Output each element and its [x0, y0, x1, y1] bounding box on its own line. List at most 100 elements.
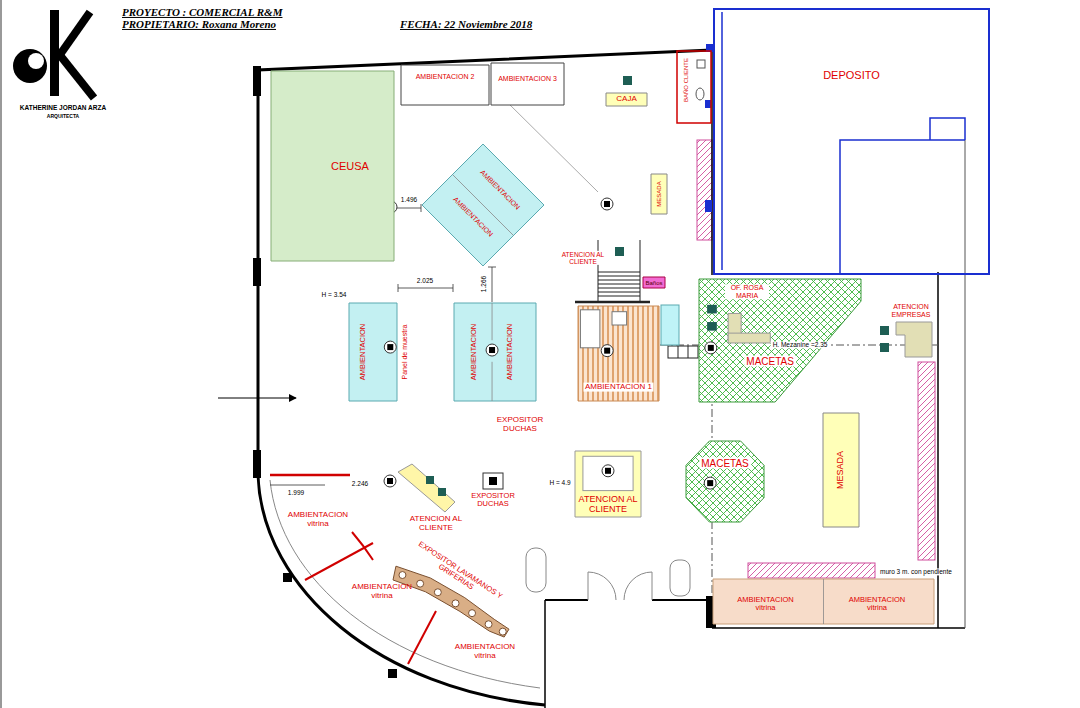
area-shape	[348, 302, 398, 402]
plan-path	[712, 627, 965, 629]
plan-path	[270, 474, 350, 477]
architect-title: ARQUITECTA	[47, 114, 79, 120]
inner-facade	[270, 480, 540, 688]
area-label: DEPOSITO	[823, 69, 880, 81]
basin-symbol	[469, 610, 476, 617]
plan-rect	[604, 201, 610, 207]
plan-path	[624, 572, 652, 600]
vitrina-dividers	[270, 475, 436, 664]
architect-logo	[13, 10, 94, 98]
plan-circle	[384, 475, 396, 487]
area-label: AMBIENTACION	[359, 324, 367, 381]
column-ring	[704, 477, 716, 489]
plan-path	[840, 140, 965, 275]
plan-path	[545, 599, 712, 601]
basin-symbol	[417, 580, 424, 587]
plan-rect	[705, 200, 712, 212]
storage-inner-walls	[722, 12, 965, 275]
plan-path	[258, 475, 545, 705]
counter: MESADA	[822, 412, 860, 528]
plan-rect	[426, 476, 434, 484]
area-label: AMBIENTACION 1	[583, 383, 654, 392]
area-shape	[400, 64, 490, 106]
basin-symbol	[434, 589, 441, 596]
shower-stand	[483, 473, 503, 489]
area-label: AMBIENTACION vitrina	[283, 511, 353, 529]
plan-polygon	[398, 464, 455, 512]
header-text: FECHA: 22 Noviembre 2018	[400, 18, 532, 30]
division-line	[823, 579, 824, 624]
area-label: MACETAS	[744, 355, 796, 366]
planter-area: MACETAS	[685, 440, 765, 523]
column-symbol	[708, 345, 714, 351]
doors	[526, 548, 690, 600]
plan-polygon	[896, 322, 932, 357]
plan-path	[598, 240, 640, 302]
plan-path	[408, 611, 436, 664]
plan-rect	[697, 140, 712, 240]
storage-room: DEPOSITO	[713, 8, 990, 275]
plan-path	[59, 12, 90, 56]
division-line	[492, 303, 493, 340]
plan-ellipse	[696, 88, 704, 100]
display-area: AMBIENTACIONAMBIENTACION	[453, 302, 537, 402]
architect-name: KATHERINE JORDAN ARZA	[20, 104, 106, 111]
service-desk: ATENCION AL CLIENTE	[574, 450, 642, 518]
area-label: AMBIENTACION vitrina	[842, 596, 912, 613]
plan-path	[678, 346, 688, 358]
area-label: AMBIENTACION 3	[498, 75, 558, 83]
area-outline	[575, 451, 641, 517]
plan-line	[0, 0, 2, 708]
column-ring	[601, 345, 613, 357]
area-outline	[401, 65, 489, 105]
area-label: EXPOSITOR DUCHAS	[490, 416, 550, 434]
plan-rect	[668, 346, 698, 358]
area-outline	[823, 413, 859, 527]
area-shape	[685, 440, 765, 523]
chairs	[426, 76, 889, 496]
dimension: 1.266	[480, 276, 487, 292]
basin-symbol	[499, 628, 506, 635]
plan-rect	[283, 573, 292, 582]
walls	[258, 50, 965, 708]
furniture	[728, 333, 770, 343]
furniture	[583, 456, 633, 490]
basin-display: EXPOSITOR LAVAMANOS Y GRIFERIAS	[392, 515, 512, 640]
plan-path	[544, 600, 546, 708]
basin-symbol	[485, 621, 492, 628]
note: muro 3 m. con pendiente	[878, 568, 954, 575]
column-ring	[705, 342, 717, 354]
plan-path	[398, 284, 453, 292]
area-outline	[422, 144, 544, 266]
plan-circle	[601, 198, 613, 210]
height-note: H = 3.54	[322, 291, 347, 298]
plan-rect	[388, 669, 397, 678]
area-outline	[677, 51, 711, 123]
area-label: MESADA	[656, 181, 663, 206]
area-shape	[453, 302, 537, 402]
furniture	[612, 312, 627, 325]
dimension: 1.999	[288, 489, 304, 496]
counter: MESADA	[650, 173, 668, 215]
area-label: AMBIENTACION vitrina	[731, 596, 801, 613]
plan-path	[588, 572, 616, 600]
area-label: AMBIENTACION	[470, 324, 478, 381]
plan-rect	[253, 66, 261, 96]
area-label: MESADA	[836, 451, 846, 489]
window-display: AMBIENTACION vitrina AMBIENTACION vitrina	[712, 578, 935, 625]
area-shape	[490, 62, 565, 106]
display-area: AMBIENTACION 3	[490, 62, 565, 106]
area-outline	[643, 277, 665, 288]
column-ring	[602, 465, 614, 477]
plan-rect	[697, 60, 705, 68]
furniture	[707, 305, 717, 314]
area-outline	[714, 9, 989, 274]
plan-path	[575, 301, 650, 304]
basin-symbol	[452, 600, 459, 607]
plan-rect	[670, 560, 690, 596]
plan-path	[965, 140, 966, 628]
area-label: AMBIENTACION vitrina	[450, 643, 520, 661]
glass-panel	[661, 305, 679, 345]
area-label: CAJA	[616, 95, 636, 104]
area-label: Panel de muestra	[401, 325, 409, 380]
